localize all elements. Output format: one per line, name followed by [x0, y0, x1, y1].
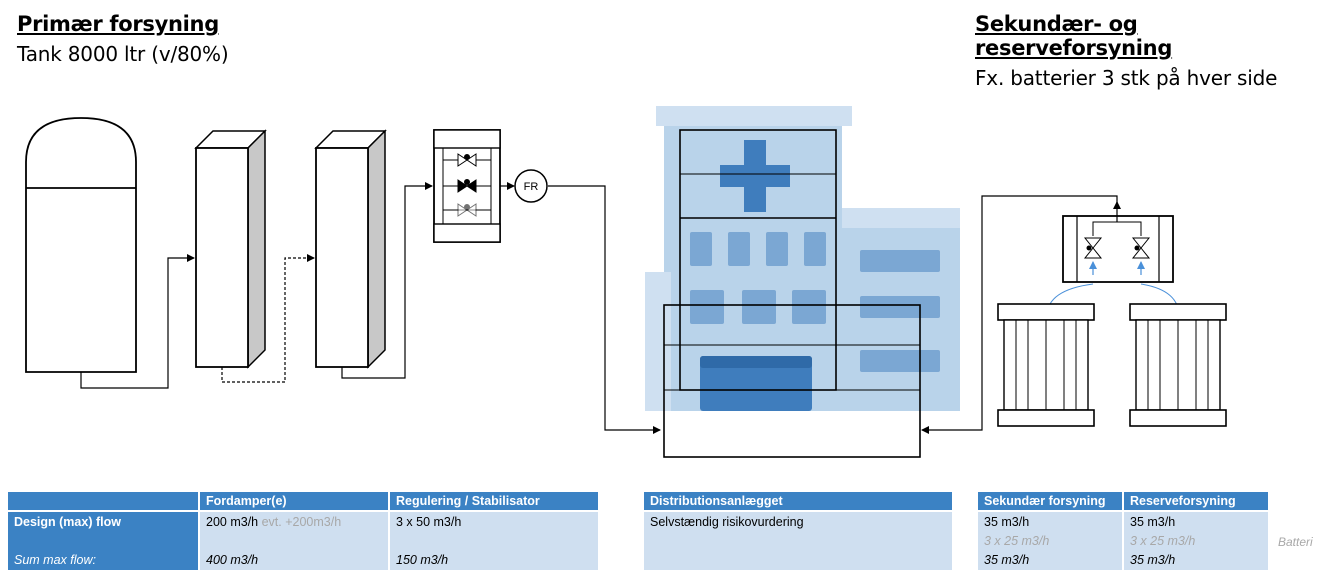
primary-pipes — [80, 182, 661, 434]
design-flow-label: Design (max) flow — [14, 515, 121, 529]
regulering-sum-value: 150 m3/h — [396, 553, 449, 567]
valve-icon — [457, 153, 477, 167]
sek-sum-value: 35 m3/h — [984, 553, 1030, 567]
fordamper-design-value: 200 m3/h — [206, 515, 259, 529]
table1-header-fordamper: Fordamper(e) — [200, 492, 388, 510]
table2-header: Distributionsanlægget — [644, 492, 952, 510]
valve-icon — [1131, 237, 1151, 259]
evaporator-1 — [194, 129, 267, 369]
distribution-value: Selvstændig risikovurdering — [650, 515, 804, 529]
secondary-supply-subtitle: Fx. batterier 3 stk på hver side — [975, 66, 1278, 90]
evaporator-2 — [314, 129, 387, 369]
table1-fordamper-cell: 200 m3/h evt. +200m3/h 400 m3/h — [200, 512, 388, 570]
regulering-design-value: 3 x 50 m3/h — [396, 515, 462, 529]
valve-icon — [457, 203, 477, 217]
res-battery-value: 3 x 25 m3/h — [1130, 534, 1196, 548]
table2-cell: Selvstændig risikovurdering — [644, 512, 952, 570]
res-sum-value: 35 m3/h — [1130, 553, 1176, 567]
table3-sekundaer-cell: 35 m3/h 3 x 25 m3/h 35 m3/h — [978, 512, 1122, 570]
flow-meter: FR — [514, 169, 548, 203]
table1-header-blank — [8, 492, 198, 510]
fordamper-design-extra: evt. +200m3/h — [261, 515, 342, 529]
table3-reserve-cell: 35 m3/h 3 x 25 m3/h 35 m3/h — [1124, 512, 1268, 570]
table3-header-sekundaer: Sekundær forsyning — [978, 492, 1122, 510]
battery-bundle-left — [997, 303, 1095, 427]
table1-header-regulering: Regulering / Stabilisator — [390, 492, 598, 510]
table3-header-reserve: Reserveforsyning — [1124, 492, 1268, 510]
flow-meter-label: FR — [524, 181, 539, 193]
primary-supply-title: Primær forsyning — [17, 12, 219, 36]
sum-flow-label: Sum max flow: — [14, 553, 96, 567]
res-design-value: 35 m3/h — [1130, 515, 1176, 529]
fordamper-sum-value: 400 m3/h — [206, 553, 259, 567]
valve-icon — [457, 179, 477, 193]
table1-regulering-cell: 3 x 50 m3/h 150 m3/h — [390, 512, 598, 570]
secondary-supply-title: Sekundær- og reserveforsyning — [975, 12, 1173, 60]
hospital-building — [645, 106, 960, 458]
secondary-manifold — [1062, 201, 1174, 283]
secondary-pipe — [921, 195, 1118, 434]
tank — [25, 117, 137, 373]
sek-battery-value: 3 x 25 m3/h — [984, 534, 1050, 548]
battery-bundle-right — [1129, 303, 1227, 427]
primary-supply-subtitle: Tank 8000 ltr (v/80%) — [17, 42, 229, 66]
valve-icon — [1083, 237, 1103, 259]
battery-side-note: Batteri — [1278, 535, 1313, 549]
table1-row-labels: Design (max) flow Sum max flow: — [8, 512, 198, 570]
sek-design-value: 35 m3/h — [984, 515, 1030, 529]
secondary-supply-heading: Sekundær- og reserveforsyning Fx. batter… — [975, 12, 1334, 90]
primary-supply-heading: Primær forsyning Tank 8000 ltr (v/80%) — [17, 12, 229, 66]
supply-diagram: FR — [25, 106, 1227, 458]
regulator-stabilizer — [433, 129, 501, 243]
